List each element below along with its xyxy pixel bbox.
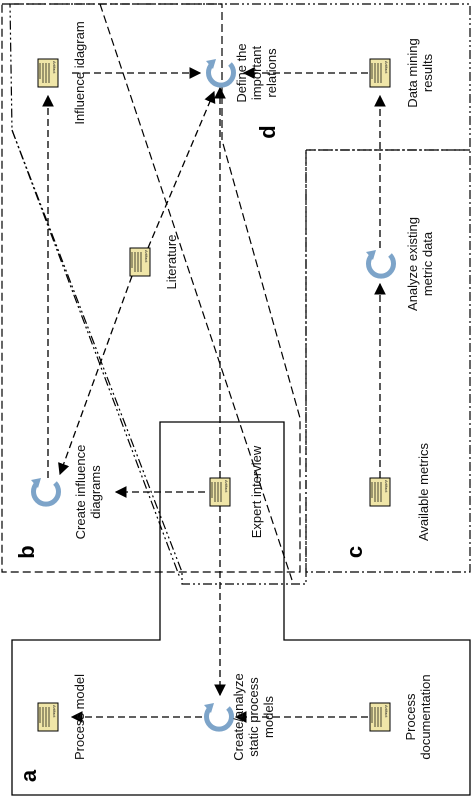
label-process-model: Process model xyxy=(72,674,87,760)
label-data-mining-l2: results xyxy=(420,53,435,92)
circular-arrow-icon xyxy=(366,250,396,279)
region-a-boundary xyxy=(11,421,471,796)
svg-text:Artifact: Artifact xyxy=(144,250,149,263)
label-create-analyze-static-l3: models xyxy=(261,696,276,738)
document-icon: Artifact xyxy=(369,477,391,507)
label-create-influence-l2: diagrams xyxy=(88,465,103,519)
circular-arrow-icon xyxy=(204,703,234,732)
arrow-literature-to-influence xyxy=(58,275,133,476)
region-d-boundary xyxy=(9,3,471,585)
region-c-boundary xyxy=(305,149,471,573)
region-label-a: a xyxy=(16,769,41,782)
svg-text:Artifact: Artifact xyxy=(384,61,389,74)
label-define-relations-l3: relations xyxy=(264,48,279,98)
label-create-analyze-static-l1: Create/analyze xyxy=(231,673,246,760)
activities xyxy=(31,59,396,732)
node-labels: Process model Create/analyze static proc… xyxy=(72,21,435,760)
arrow-literature-to-define xyxy=(147,90,216,249)
label-data-mining-l1: Data mining xyxy=(405,38,420,107)
region-letters: a b c d xyxy=(14,125,367,782)
label-expert-interview: Expert interview xyxy=(249,445,264,538)
label-influence-idagram: Influence idagram xyxy=(72,21,87,124)
svg-text:Artifact: Artifact xyxy=(224,480,229,493)
label-analyze-existing-l2: metric data xyxy=(420,231,435,296)
label-create-influence-l1: Create influence xyxy=(73,445,88,540)
region-label-d: d xyxy=(255,125,280,138)
region-boundaries xyxy=(1,3,471,796)
document-icon: Artifact xyxy=(37,58,59,88)
svg-text:Artifact: Artifact xyxy=(384,705,389,718)
label-define-relations-l1: Define the xyxy=(234,43,249,102)
label-define-relations-l2: important xyxy=(249,46,264,101)
region-label-c: c xyxy=(342,546,367,558)
region-label-b: b xyxy=(14,545,39,558)
document-icon: Artifact xyxy=(129,247,151,277)
svg-text:Artifact: Artifact xyxy=(52,61,57,74)
circular-arrow-icon xyxy=(206,59,236,88)
document-icon: Artifact xyxy=(369,702,391,732)
label-available-metrics: Available metrics xyxy=(416,442,431,541)
document-icon: Artifact xyxy=(37,702,59,732)
label-create-analyze-static-l2: static process xyxy=(246,677,261,757)
region-b-slant xyxy=(99,3,293,581)
label-process-documentation-l2: documentation xyxy=(418,674,433,759)
flow-arrows xyxy=(42,67,386,723)
label-analyze-existing-l1: Analyze existing xyxy=(405,217,420,311)
document-icon: Artifact xyxy=(369,58,391,88)
document-icon: Artifact xyxy=(209,477,231,507)
circular-arrow-icon xyxy=(31,478,61,507)
label-process-documentation-l1: Process xyxy=(403,693,418,740)
artifacts: Artifact Artifact Artifact Artifact xyxy=(37,58,391,732)
svg-text:Artifact: Artifact xyxy=(52,705,57,718)
label-literature: Literature xyxy=(164,235,179,290)
svg-text:Artifact: Artifact xyxy=(384,480,389,493)
region-d-slant xyxy=(11,129,181,579)
